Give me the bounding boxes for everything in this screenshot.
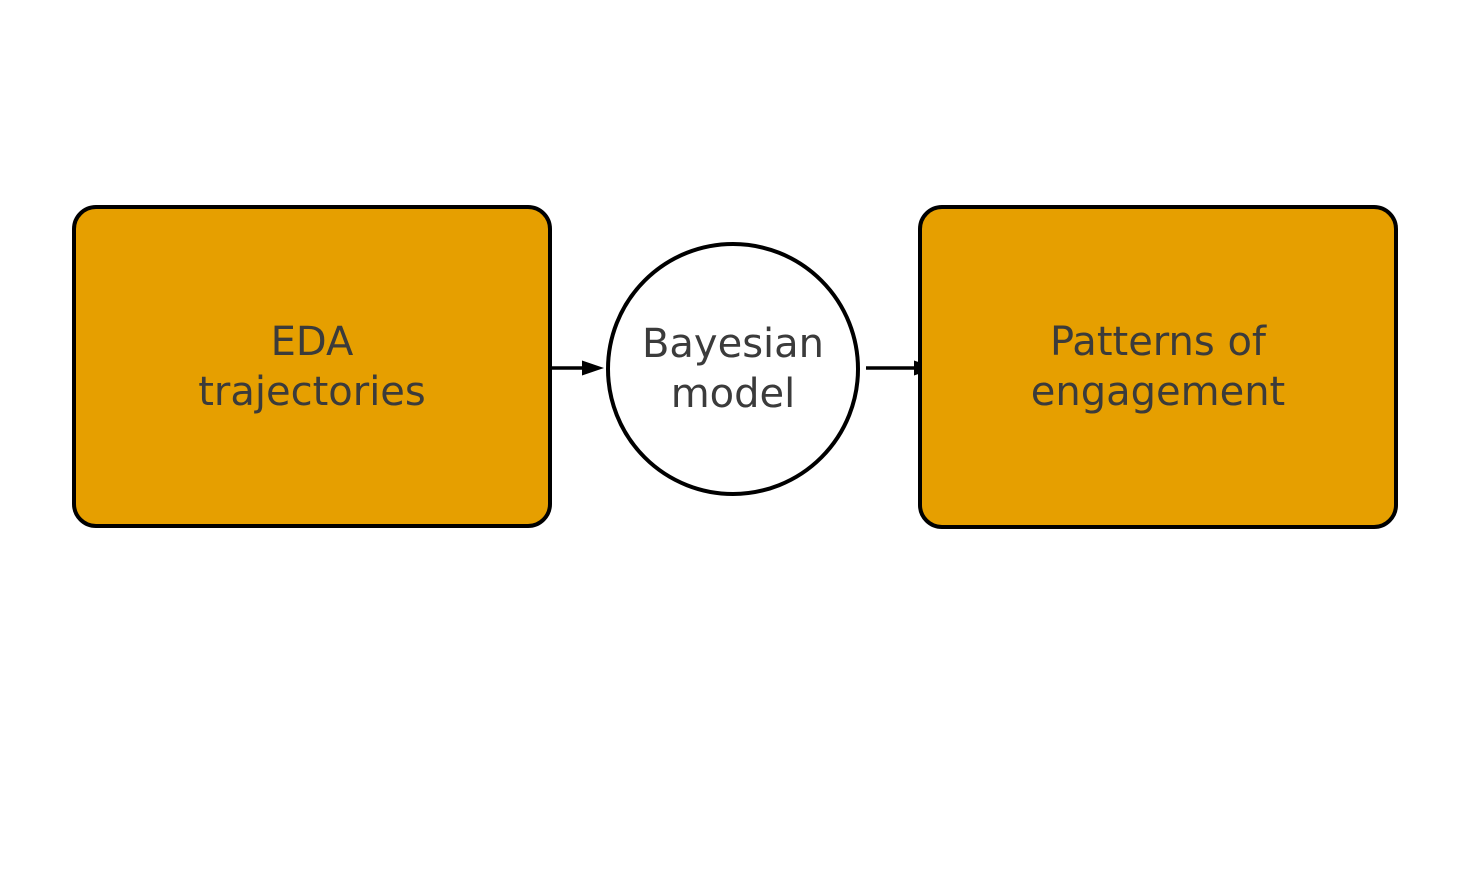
node-label-line: engagement xyxy=(1030,369,1286,415)
node-bayesian-model: Bayesian model xyxy=(606,242,860,496)
node-label: Bayesian model xyxy=(642,319,824,419)
node-patterns-of-engagement: Patterns of engagement xyxy=(918,205,1398,529)
node-label: Patterns of engagement xyxy=(1031,317,1285,417)
node-label-line: trajectories xyxy=(198,368,426,415)
node-label: EDA trajectories xyxy=(198,317,426,417)
node-eda-trajectories: EDA trajectories xyxy=(72,205,552,528)
node-label-line: EDA xyxy=(270,318,354,365)
node-label-line: Bayesian xyxy=(641,321,825,367)
node-label-line: model xyxy=(670,371,796,417)
node-label-line: Patterns of xyxy=(1049,319,1266,365)
